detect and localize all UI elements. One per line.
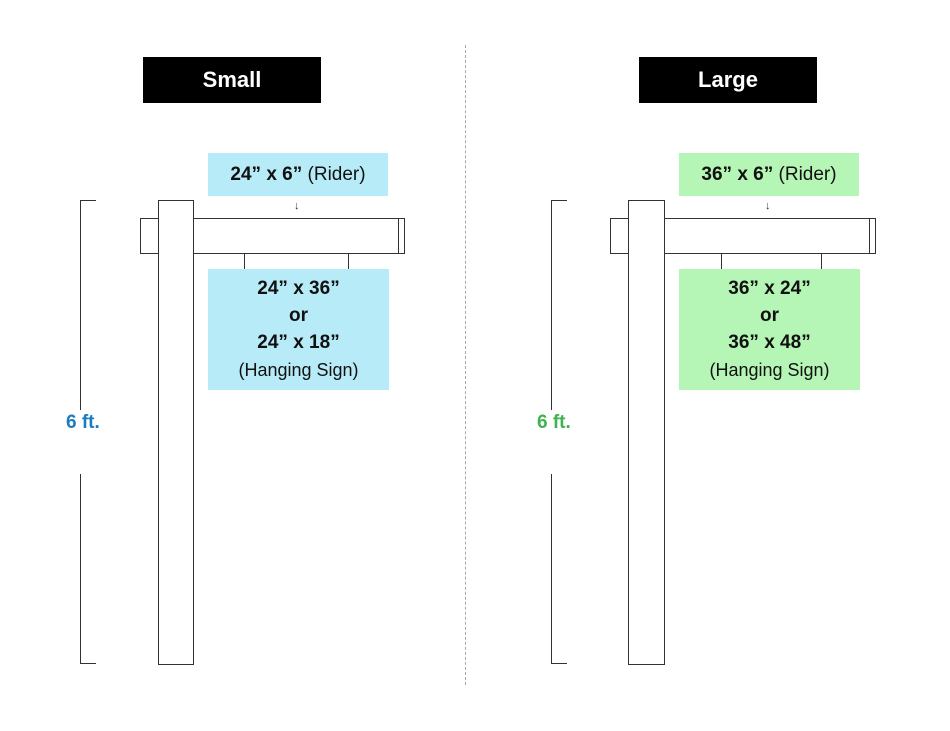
small-post-arm [158,218,405,254]
large-hanging-note: (Hanging Sign) [709,360,830,380]
small-header: Small [143,57,321,103]
small-rider-box: 24” x 6” (Rider) [208,153,388,196]
large-hanging-or: or [760,305,779,326]
small-rider-dim: 24” x 6” [230,163,303,185]
small-hanging-dim-1: 24” x 36” [257,278,340,299]
large-arm-end-cap [610,218,630,254]
small-down-arrow-icon: ↓ [294,200,300,212]
large-hanging-dim-1: 36” x 24” [728,278,811,299]
large-hanging-sign: 36” x 24” or 36” x 48” (Hanging Sign) [679,269,860,390]
large-rider-box: 36” x 6” (Rider) [679,153,859,196]
large-hook-right [821,254,822,269]
large-header-label: Large [698,67,758,92]
large-post-arm [628,218,876,254]
large-down-arrow-icon: ↓ [765,200,771,212]
small-hook-left [244,254,245,269]
large-arm-right-cap [869,218,876,254]
small-hanging-sign: 24” x 36” or 24” x 18” (Hanging Sign) [208,269,389,390]
small-post [158,200,194,665]
large-hook-left [721,254,722,269]
large-rider-dim: 36” x 6” [701,163,774,185]
large-post [628,200,665,665]
small-hanging-note: (Hanging Sign) [238,360,359,380]
small-height-bracket-top [80,200,96,410]
small-header-label: Small [202,67,262,92]
small-hook-right [348,254,349,269]
small-height-bracket-bottom [80,474,96,664]
large-height-bracket-top [551,200,567,410]
center-divider [465,45,466,685]
small-arm-end-cap [140,218,160,254]
small-height-label: 6 ft. [66,412,100,433]
large-rider-note: (Rider) [778,163,837,185]
small-arm-right-cap [398,218,405,254]
large-height-bracket-bottom [551,474,567,664]
large-height-label: 6 ft. [537,412,571,433]
small-rider-note: (Rider) [307,163,366,185]
small-hanging-dim-2: 24” x 18” [257,332,340,353]
small-hanging-or: or [289,305,308,326]
large-hanging-dim-2: 36” x 48” [728,332,811,353]
large-header: Large [639,57,817,103]
